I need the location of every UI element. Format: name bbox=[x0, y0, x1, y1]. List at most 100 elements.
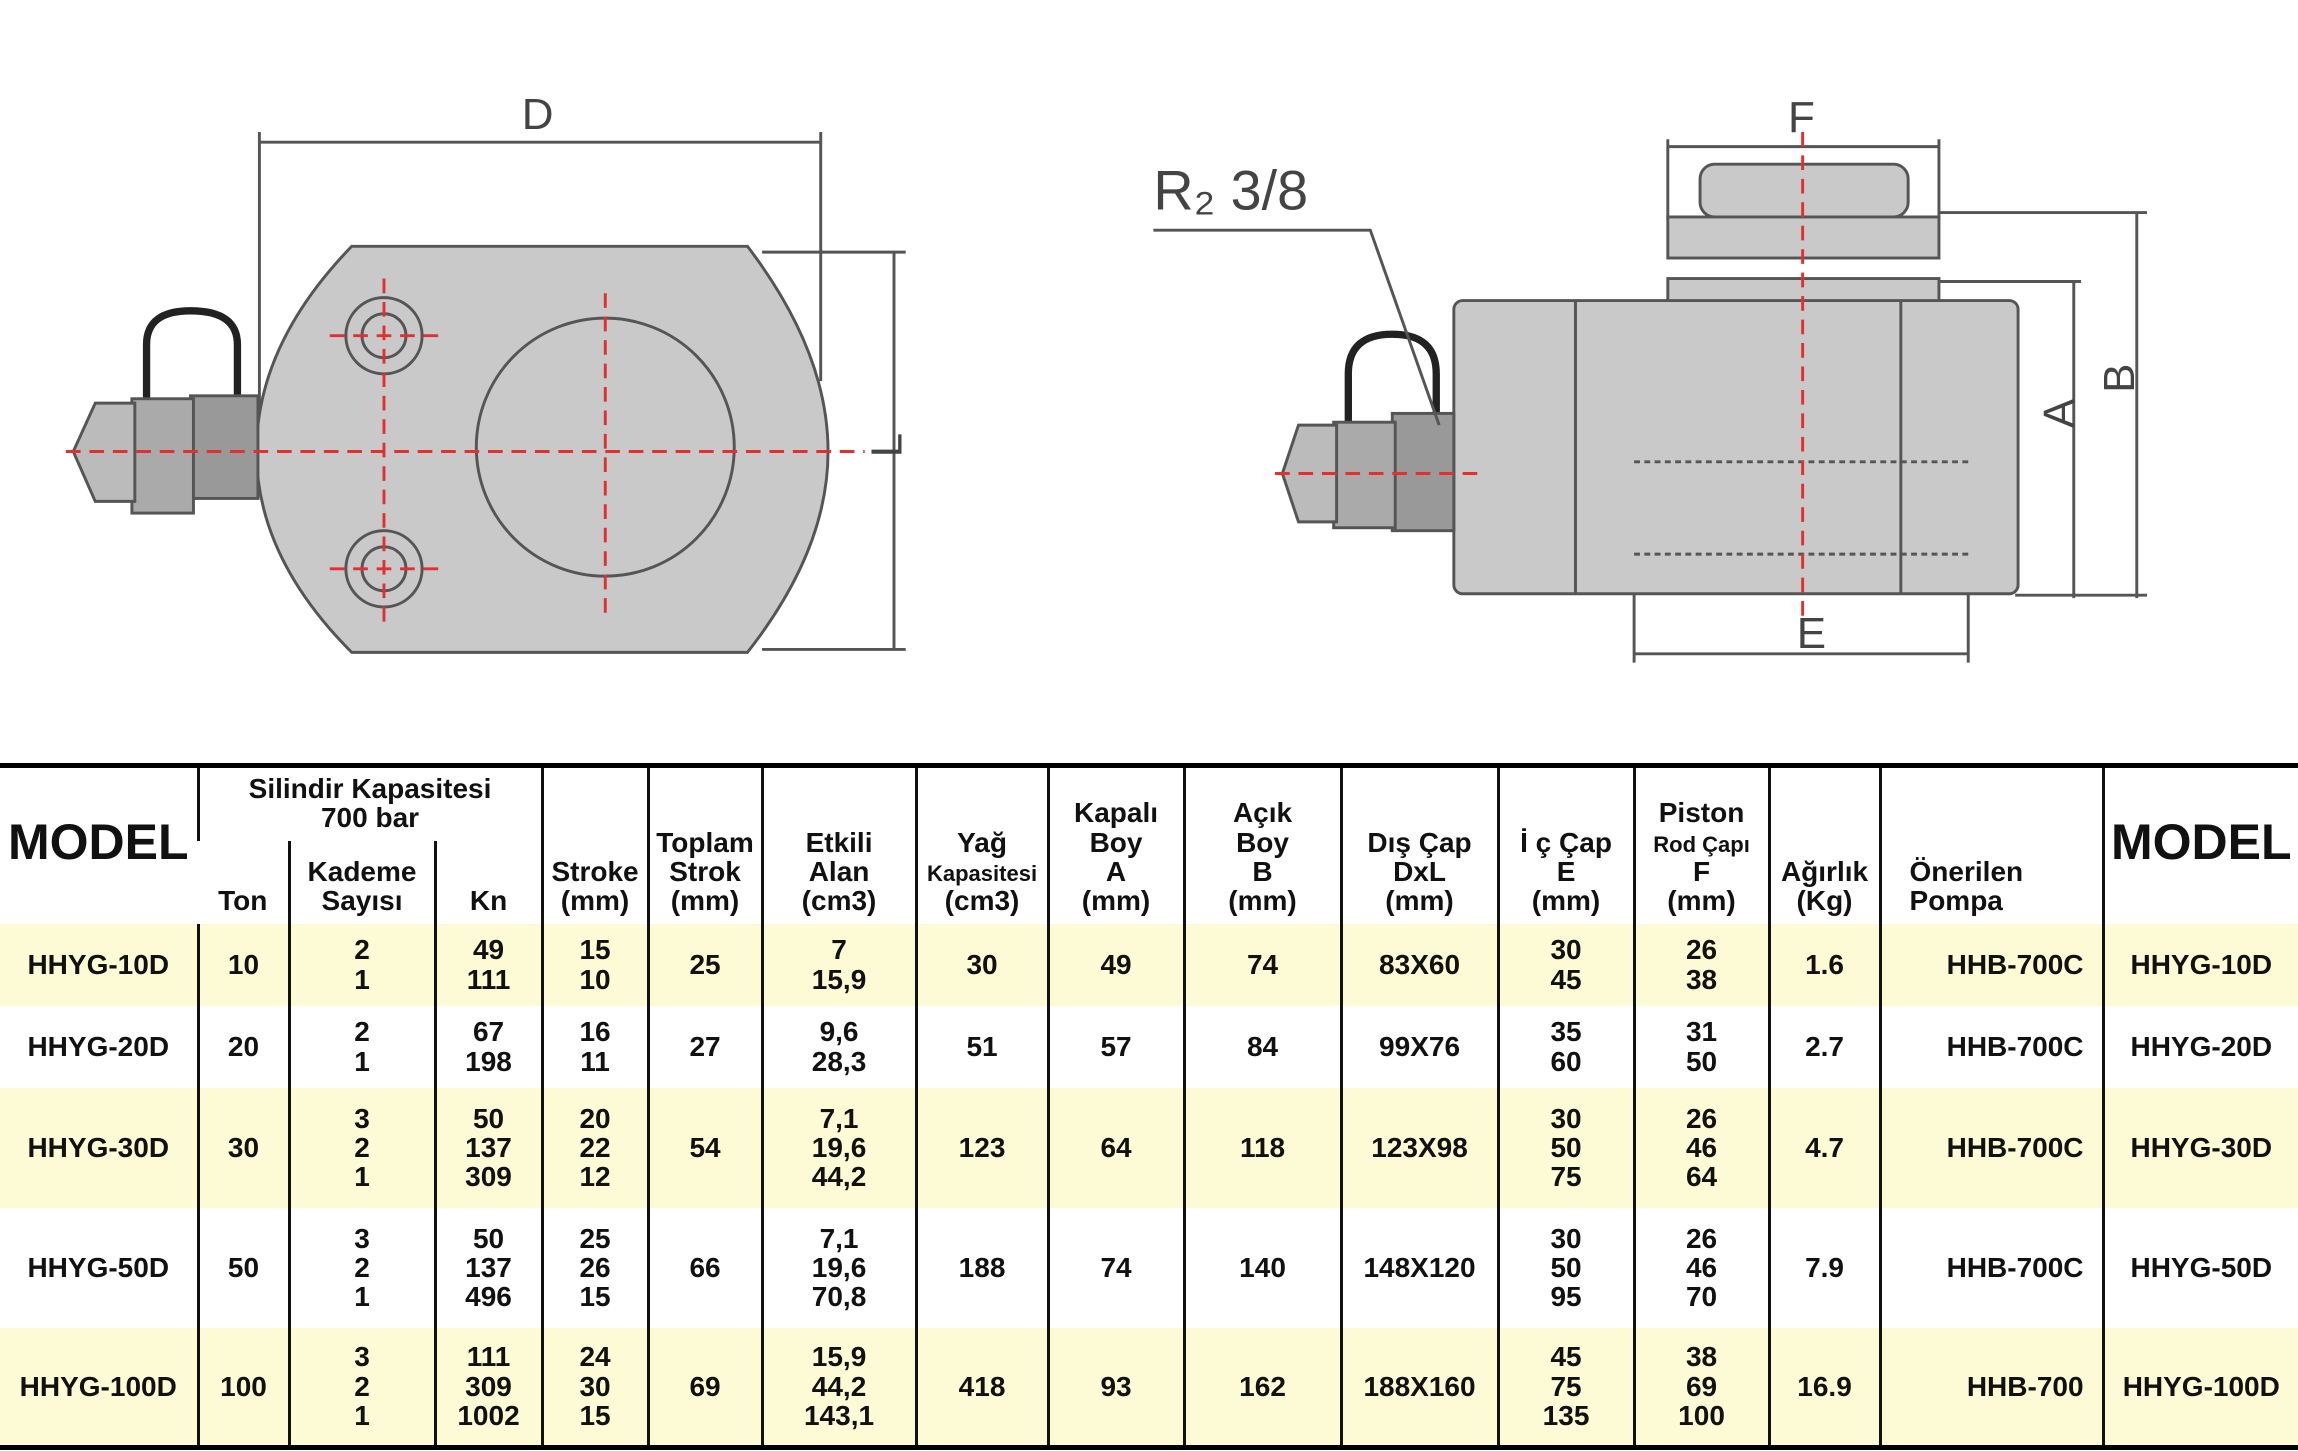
cell-value: 2 bbox=[354, 934, 370, 966]
cell-value: 30 bbox=[1550, 1222, 1582, 1254]
cell-model: HHYG-20D bbox=[2101, 1005, 2298, 1088]
cell-toplam: 27 bbox=[646, 1005, 763, 1088]
cell-value: 95 bbox=[1550, 1281, 1582, 1313]
cell-value: 11 bbox=[580, 1045, 610, 1077]
cell-yag: 418 bbox=[914, 1327, 1049, 1448]
cell-value: 20 bbox=[579, 1102, 611, 1134]
cell-value: 10 bbox=[579, 963, 611, 995]
cell-value: 30 bbox=[1550, 1102, 1582, 1134]
cell-toplam: 69 bbox=[646, 1327, 763, 1448]
col-agirlik: Ağırlık(Kg) bbox=[1767, 765, 1881, 924]
port-thread-label: R₂ 3/8 bbox=[1153, 160, 1308, 222]
cell-value: 15 bbox=[579, 1281, 611, 1313]
cell-value: 12 bbox=[579, 1161, 611, 1193]
cell-value: 143,1 bbox=[803, 1400, 875, 1432]
cell-value: 7,1 bbox=[819, 1222, 859, 1254]
cell-pompa: HHB-700C bbox=[1878, 1207, 2104, 1328]
cell-value: 50 bbox=[472, 1222, 505, 1254]
cell-dxl: 83X60 bbox=[1339, 923, 1499, 1006]
dim-label-d: D bbox=[522, 90, 554, 139]
cell-pompa: HHB-700C bbox=[1878, 1005, 2104, 1088]
cell-value: 111 bbox=[466, 1341, 511, 1373]
cell-a: 74 bbox=[1046, 1207, 1185, 1328]
cell-yag: 30 bbox=[914, 923, 1049, 1006]
cell-value: 2 bbox=[354, 1016, 370, 1048]
cell-value: 1 bbox=[354, 1400, 370, 1432]
cell-value: 3 bbox=[354, 1222, 370, 1254]
cell-value: 46 bbox=[1685, 1252, 1718, 1284]
dim-label-a: A bbox=[2035, 398, 2084, 428]
cell-b: 118 bbox=[1182, 1087, 1342, 1208]
col-model: MODEL bbox=[7, 813, 189, 870]
cell-pompa: HHB-700 bbox=[1878, 1327, 2104, 1448]
cell-model: HHYG-100D bbox=[2101, 1327, 2298, 1448]
cell-value: 1002 bbox=[457, 1400, 520, 1432]
cell-b: 84 bbox=[1182, 1005, 1342, 1088]
cell-value: 22 bbox=[579, 1132, 611, 1164]
cell-toplam: 54 bbox=[646, 1087, 763, 1208]
cell-kg: 2.7 bbox=[1767, 1005, 1881, 1088]
cell-value: 49 bbox=[472, 934, 505, 966]
cell-value: 1 bbox=[354, 963, 370, 995]
cell-a: 93 bbox=[1046, 1327, 1185, 1448]
cell-value: 15 bbox=[579, 934, 611, 966]
cell-value: 3 bbox=[354, 1102, 370, 1134]
cell-value: 15,9 bbox=[811, 1341, 867, 1373]
cell-model: HHYG-20D bbox=[27, 1031, 170, 1063]
cell-ton: 20 bbox=[196, 1005, 289, 1088]
cell-value: 137 bbox=[465, 1252, 512, 1284]
cell-value: 28,3 bbox=[811, 1045, 867, 1077]
cell-dxl: 123X98 bbox=[1339, 1087, 1499, 1208]
cell-pompa: HHB-700C bbox=[1878, 1087, 2104, 1208]
col-stroke: Stroke(mm) bbox=[540, 765, 649, 924]
cell-model: HHYG-10D bbox=[2101, 923, 2298, 1006]
cell-value: 67 bbox=[472, 1016, 505, 1048]
centerlines-front bbox=[65, 278, 865, 624]
cell-value: 60 bbox=[1550, 1045, 1582, 1077]
cell-value: 50 bbox=[472, 1102, 505, 1134]
col-model-right: MODEL bbox=[2101, 765, 2298, 924]
cell-value: 496 bbox=[465, 1281, 512, 1313]
cell-value: 100 bbox=[1678, 1400, 1725, 1432]
cylinder-technical-drawing: D L F A B E R₂ 3/8 bbox=[65, 90, 2148, 663]
cell-value: 38 bbox=[1685, 1341, 1718, 1373]
cell-value: 75 bbox=[1550, 1370, 1582, 1402]
cell-value: 30 bbox=[1550, 934, 1582, 966]
cell-value: 135 bbox=[1542, 1400, 1590, 1432]
cell-yag: 188 bbox=[914, 1207, 1049, 1328]
cell-dxl: 188X160 bbox=[1339, 1327, 1499, 1448]
cell-value: 25 bbox=[579, 1222, 611, 1254]
cell-value: 7 bbox=[831, 934, 847, 966]
cell-value: 45 bbox=[1550, 963, 1582, 995]
cell-value: 1 bbox=[354, 1161, 370, 1193]
cell-value: 24 bbox=[579, 1341, 611, 1373]
cell-value: 26 bbox=[1685, 934, 1718, 966]
cell-a: 57 bbox=[1046, 1005, 1185, 1088]
